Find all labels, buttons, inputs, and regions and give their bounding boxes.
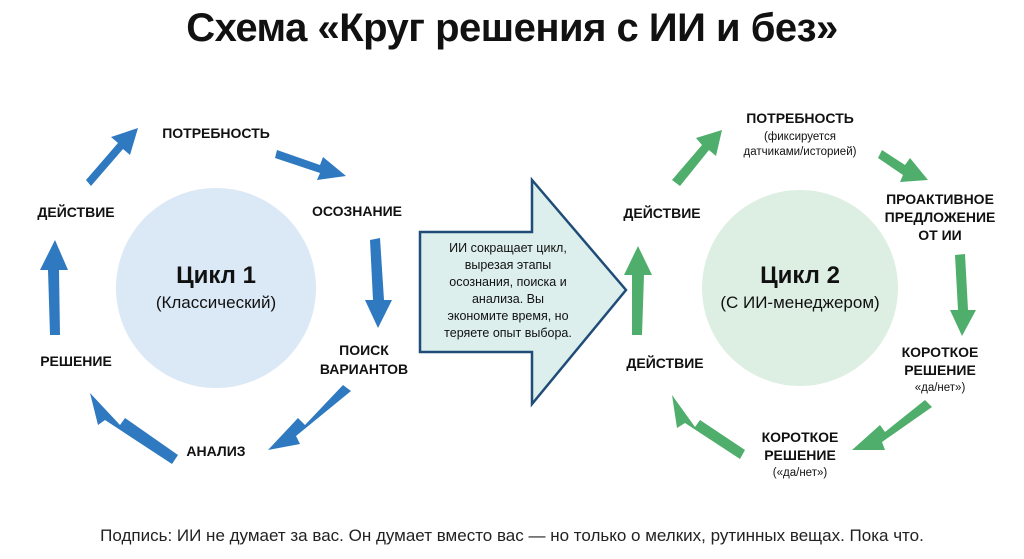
- cycle1-title: Цикл 1: [176, 262, 256, 289]
- cycle1-label-search-line2: ВАРИАНТОВ: [320, 361, 408, 377]
- cycle2-label-short-bottom-2: РЕШЕНИЕ: [764, 447, 836, 463]
- cycle2-center-circle: [702, 190, 898, 386]
- center-arrow-line: экономите время, но: [447, 309, 568, 323]
- cycle2-arrow-action-action: [624, 246, 652, 335]
- cycle1-center-circle: [116, 188, 316, 388]
- cycle2-arrows: [624, 130, 976, 459]
- cycle1-arrows: [40, 128, 392, 464]
- cycle2-arrow-short-action: [672, 395, 745, 459]
- cycle2-arrow-proactive-short: [950, 254, 976, 336]
- page-title: Схема «Круг решения с ИИ и без»: [186, 6, 838, 50]
- cycle2-label-proactive-1: ПРОАКТИВНОЕ: [886, 191, 994, 207]
- cycle2-label-proactive-3: ОТ ИИ: [918, 227, 961, 243]
- center-big-arrow: [418, 176, 628, 408]
- cycle1-label-awareness: ОСОЗНАНИЕ: [312, 203, 402, 219]
- cycle1-arrow-need-awareness: [275, 150, 346, 180]
- center-arrow-line: ИИ сокращает цикл,: [449, 241, 567, 255]
- cycle2-arrow-action-need: [672, 130, 722, 186]
- cycle2-label-short-right-1: КОРОТКОЕ: [902, 344, 979, 360]
- cycle1-label-decision: РЕШЕНИЕ: [40, 353, 112, 369]
- cycle2-subtitle: (С ИИ-менеджером): [720, 293, 879, 312]
- cycle2-arrow-short-short: [852, 400, 932, 450]
- cycle2-label-need: ПОТРЕБНОСТЬ: [746, 110, 854, 126]
- cycle2-label-short-bottom-1: КОРОТКОЕ: [762, 429, 839, 445]
- cycle2-label-proactive-2: ПРЕДЛОЖЕНИЕ: [885, 209, 996, 225]
- cycle2-arrow-need-proactive: [878, 150, 928, 182]
- cycle2-label-action-lower: ДЕЙСТВИЕ: [626, 354, 703, 371]
- cycle2-label-need-sub2: датчиками/историей): [744, 146, 857, 158]
- cycle1-arrow-awareness-search: [365, 238, 392, 328]
- center-arrow-text: ИИ сокращает цикл, вырезая этапы осознан…: [444, 241, 572, 340]
- cycle2-title: Цикл 2: [760, 262, 840, 289]
- cycle1-label-action: ДЕЙСТВИЕ: [37, 203, 114, 220]
- cycle1-label-need: ПОТРЕБНОСТЬ: [162, 125, 270, 141]
- cycle1-label-search-line1: ПОИСК: [339, 342, 389, 358]
- cycle1-arrow-decision-action: [40, 240, 68, 335]
- cycle2-label-short-right-2: РЕШЕНИЕ: [904, 362, 976, 378]
- cycle1-arrow-action-need: [86, 128, 138, 186]
- cycle1-arrow-analysis-decision: [90, 393, 178, 464]
- caption: Подпись: ИИ не думает за вас. Он думает …: [100, 526, 924, 545]
- cycle2-label-short-bottom-3: («да/нет»): [773, 467, 828, 479]
- cycle1-arrow-search-analysis: [268, 385, 351, 450]
- cycle1-subtitle: (Классический): [156, 293, 276, 312]
- cycle2-label-need-sub1: (фиксируется: [764, 131, 836, 143]
- center-arrow-line: анализа. Вы: [472, 292, 544, 306]
- center-arrow-line: вырезая этапы: [465, 258, 552, 272]
- center-arrow-line: осознания, поиска и: [449, 275, 566, 289]
- cycle2-label-short-right-3: «да/нет»): [915, 382, 966, 394]
- cycle2-label-action-upper: ДЕЙСТВИЕ: [623, 204, 700, 221]
- cycle1-label-analysis: АНАЛИЗ: [186, 443, 245, 459]
- center-arrow-line: теряете опыт выбора.: [444, 326, 572, 340]
